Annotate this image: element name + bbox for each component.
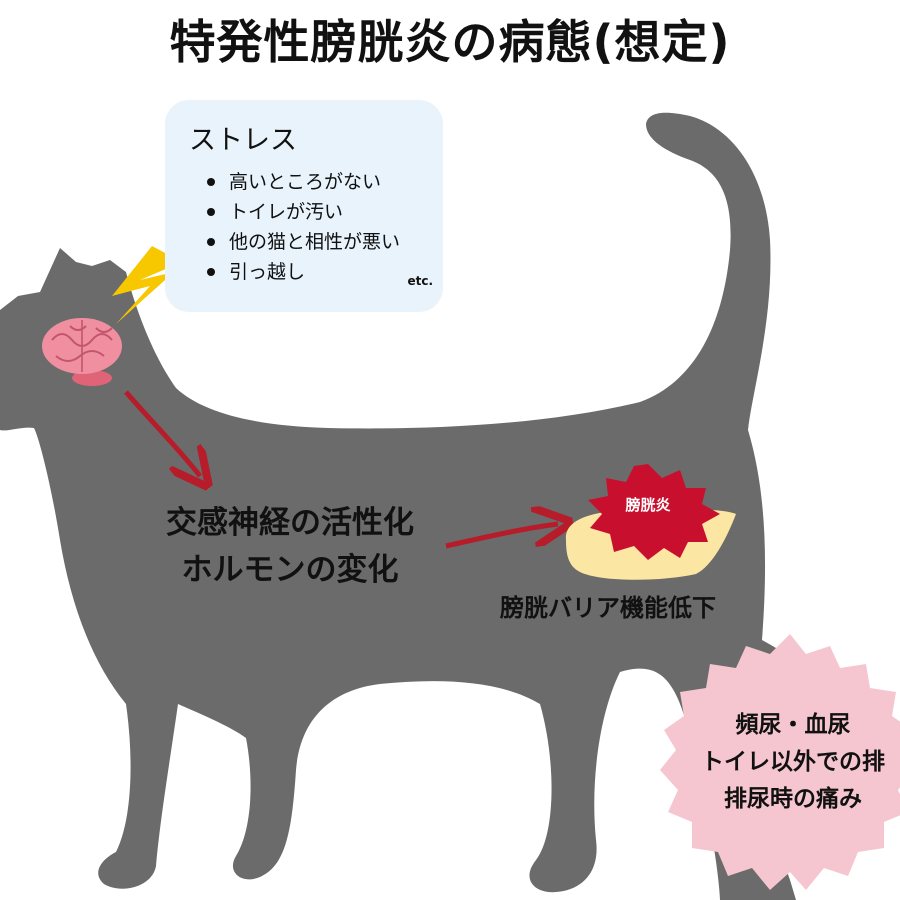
list-item: 他の猫と相性が悪い (207, 227, 400, 257)
arrow-brain-to-mechanism (124, 390, 200, 476)
bullet-icon (207, 268, 215, 276)
arrow-mechanism-to-bladder (445, 524, 558, 549)
symptom-text: 頻尿・血尿 トイレ以外での排 排尿時の痛み (678, 707, 900, 818)
list-item: トイレが汚い (207, 197, 400, 227)
stress-heading: ストレス (189, 125, 297, 156)
symptom-burst (660, 634, 900, 890)
symptom-line: 頻尿・血尿 (735, 712, 851, 738)
bullet-icon (207, 238, 215, 246)
stress-item: 他の猫と相性が悪い (229, 231, 401, 253)
cystitis-label: 膀胱炎 (625, 496, 671, 514)
mechanism-text: 交感神経の活性化 ホルモンの変化 (140, 500, 440, 594)
cystitis-burst (588, 464, 720, 560)
stress-item: トイレが汚い (229, 201, 344, 223)
etc-label: etc. (407, 274, 433, 288)
stress-card: ストレス 高いところがない トイレが汚い 他の猫と相性が悪い 引っ越し etc. (165, 100, 443, 312)
bullet-icon (207, 178, 215, 186)
brain-icon (42, 318, 122, 386)
list-item: 引っ越し (207, 257, 400, 287)
list-item: 高いところがない (207, 167, 400, 197)
barrier-label: 膀胱バリア機能低下 (500, 594, 716, 622)
mechanism-line: ホルモンの変化 (181, 552, 399, 588)
stress-list: 高いところがない トイレが汚い 他の猫と相性が悪い 引っ越し (207, 167, 400, 287)
symptom-line: 排尿時の痛み (724, 786, 862, 812)
page-title: 特発性膀胱炎の病態(想定) (169, 15, 731, 69)
symptom-line: トイレ以外での排 (701, 749, 885, 775)
cat-silhouette (0, 112, 883, 900)
stress-item: 引っ越し (229, 261, 306, 283)
lightning-icon (112, 246, 182, 324)
stress-item: 高いところがない (229, 171, 382, 193)
mechanism-line: 交感神経の活性化 (166, 505, 414, 541)
bullet-icon (207, 208, 215, 216)
